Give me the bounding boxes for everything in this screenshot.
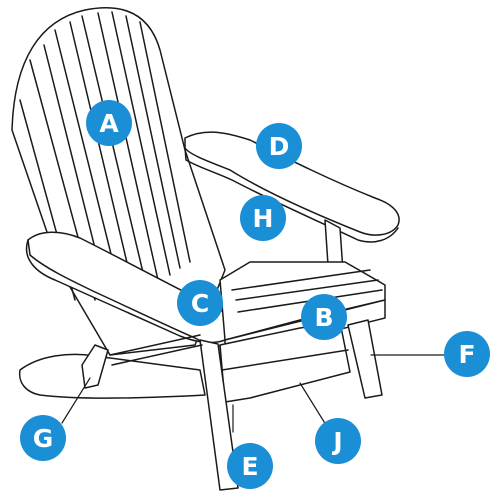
callout-a-label: A xyxy=(99,111,118,136)
callout-e: E xyxy=(227,443,273,489)
callout-j: J xyxy=(315,418,361,464)
callout-h-label: H xyxy=(253,206,274,231)
callout-g-label: G xyxy=(33,426,54,451)
callout-b-label: B xyxy=(314,305,333,330)
callout-h: H xyxy=(240,195,286,241)
callout-g: G xyxy=(20,415,66,461)
front-leg-right xyxy=(348,320,382,398)
leader-line-j xyxy=(300,383,326,425)
callout-j-label: J xyxy=(333,429,342,454)
callout-f: F xyxy=(444,331,490,377)
callout-e-label: E xyxy=(241,454,258,479)
callout-d-label: D xyxy=(269,134,290,159)
callout-c: C xyxy=(177,280,223,326)
callout-f-label: F xyxy=(458,342,475,367)
callout-a: A xyxy=(86,100,132,146)
back-leg-runner xyxy=(20,354,205,398)
callout-b: B xyxy=(301,294,347,340)
callout-c-label: C xyxy=(191,291,209,316)
callout-d: D xyxy=(256,123,302,169)
